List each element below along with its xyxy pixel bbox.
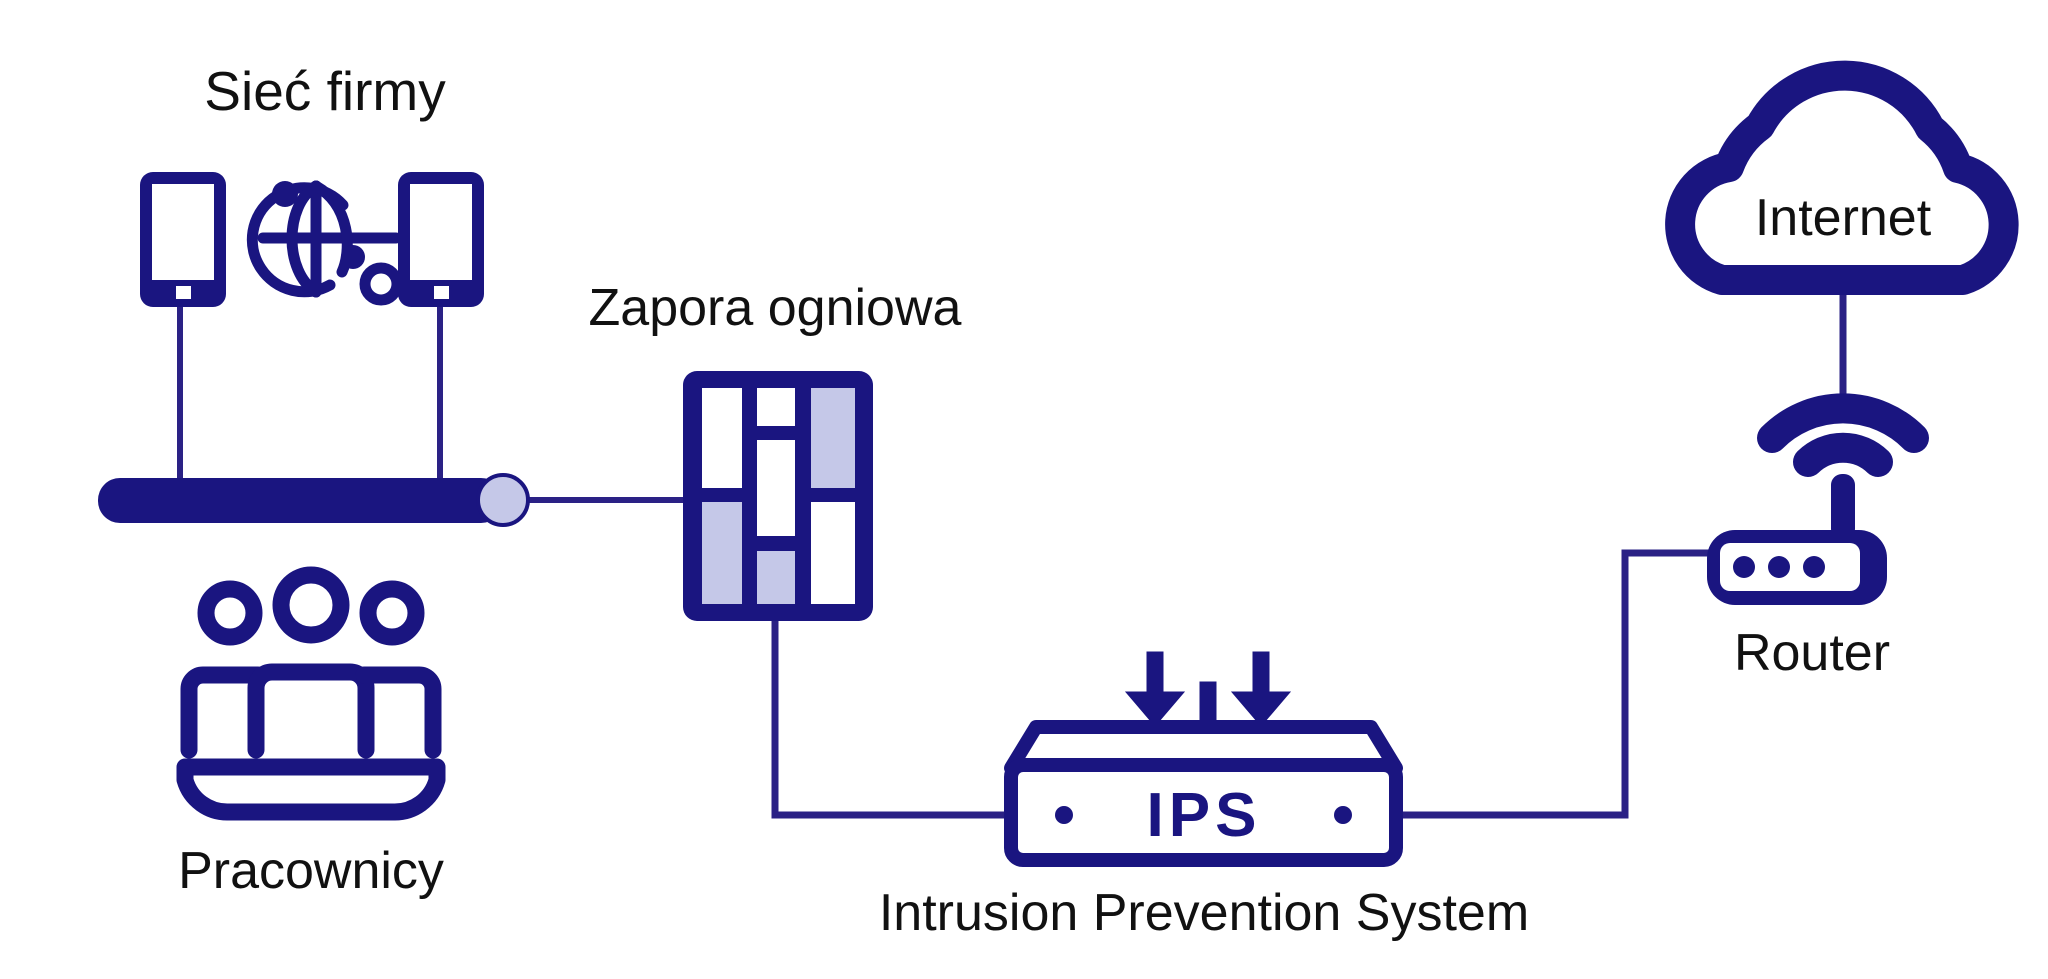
person-head-center [272, 566, 350, 644]
ips-body [1004, 758, 1403, 867]
arrow-right [1230, 651, 1292, 727]
employees-label: Pracownicy [178, 842, 444, 900]
link-firewall-ips [771, 620, 1010, 819]
cloud-icon: Internet [1665, 60, 2019, 295]
people-group-icon [176, 566, 446, 821]
person-head-right [359, 580, 425, 646]
arrow-left [1124, 651, 1186, 727]
brick-b1 [702, 502, 742, 604]
globe-icon [246, 180, 403, 306]
router-led-1 [1733, 556, 1755, 578]
connector-lines [177, 290, 1847, 819]
firewall-label: Zapora ogniowa [589, 279, 962, 337]
brick-wall-icon [683, 371, 873, 621]
tablet-icon-right [398, 172, 484, 307]
link-ips-router [1395, 549, 1715, 819]
brick-b2 [757, 440, 795, 536]
internet-label: Internet [1755, 189, 1932, 247]
bus-terminator [476, 473, 530, 527]
person-head-left [197, 580, 263, 646]
ips-appliance-icon: IPS [1004, 651, 1403, 867]
router-led-3 [1803, 556, 1825, 578]
desk-bowl [176, 758, 446, 821]
ips-led-right [1334, 806, 1352, 824]
person-body-left [180, 666, 267, 759]
ips-led-left [1055, 806, 1073, 824]
wifi-arc-outer [1757, 393, 1929, 453]
person-body-center [247, 663, 375, 759]
person-body-right [355, 666, 442, 759]
router-led-2 [1768, 556, 1790, 578]
brick-a1 [702, 388, 742, 488]
wifi-arc-inner [1793, 432, 1893, 477]
router-label: Router [1734, 624, 1890, 682]
brick-b3 [811, 502, 855, 604]
brick-a2 [757, 388, 795, 426]
brick-c2 [757, 551, 795, 604]
wifi-router-icon [1707, 393, 1929, 605]
company-network-label: Sieć firmy [204, 60, 446, 122]
ips-device-text: IPS [1147, 781, 1262, 850]
router-antenna [1831, 474, 1855, 540]
tablet-icon-left [140, 172, 226, 307]
ips-caption-label: Intrusion Prevention System [879, 884, 1529, 942]
brick-a3 [811, 388, 855, 488]
network-bus-bar [98, 473, 530, 527]
